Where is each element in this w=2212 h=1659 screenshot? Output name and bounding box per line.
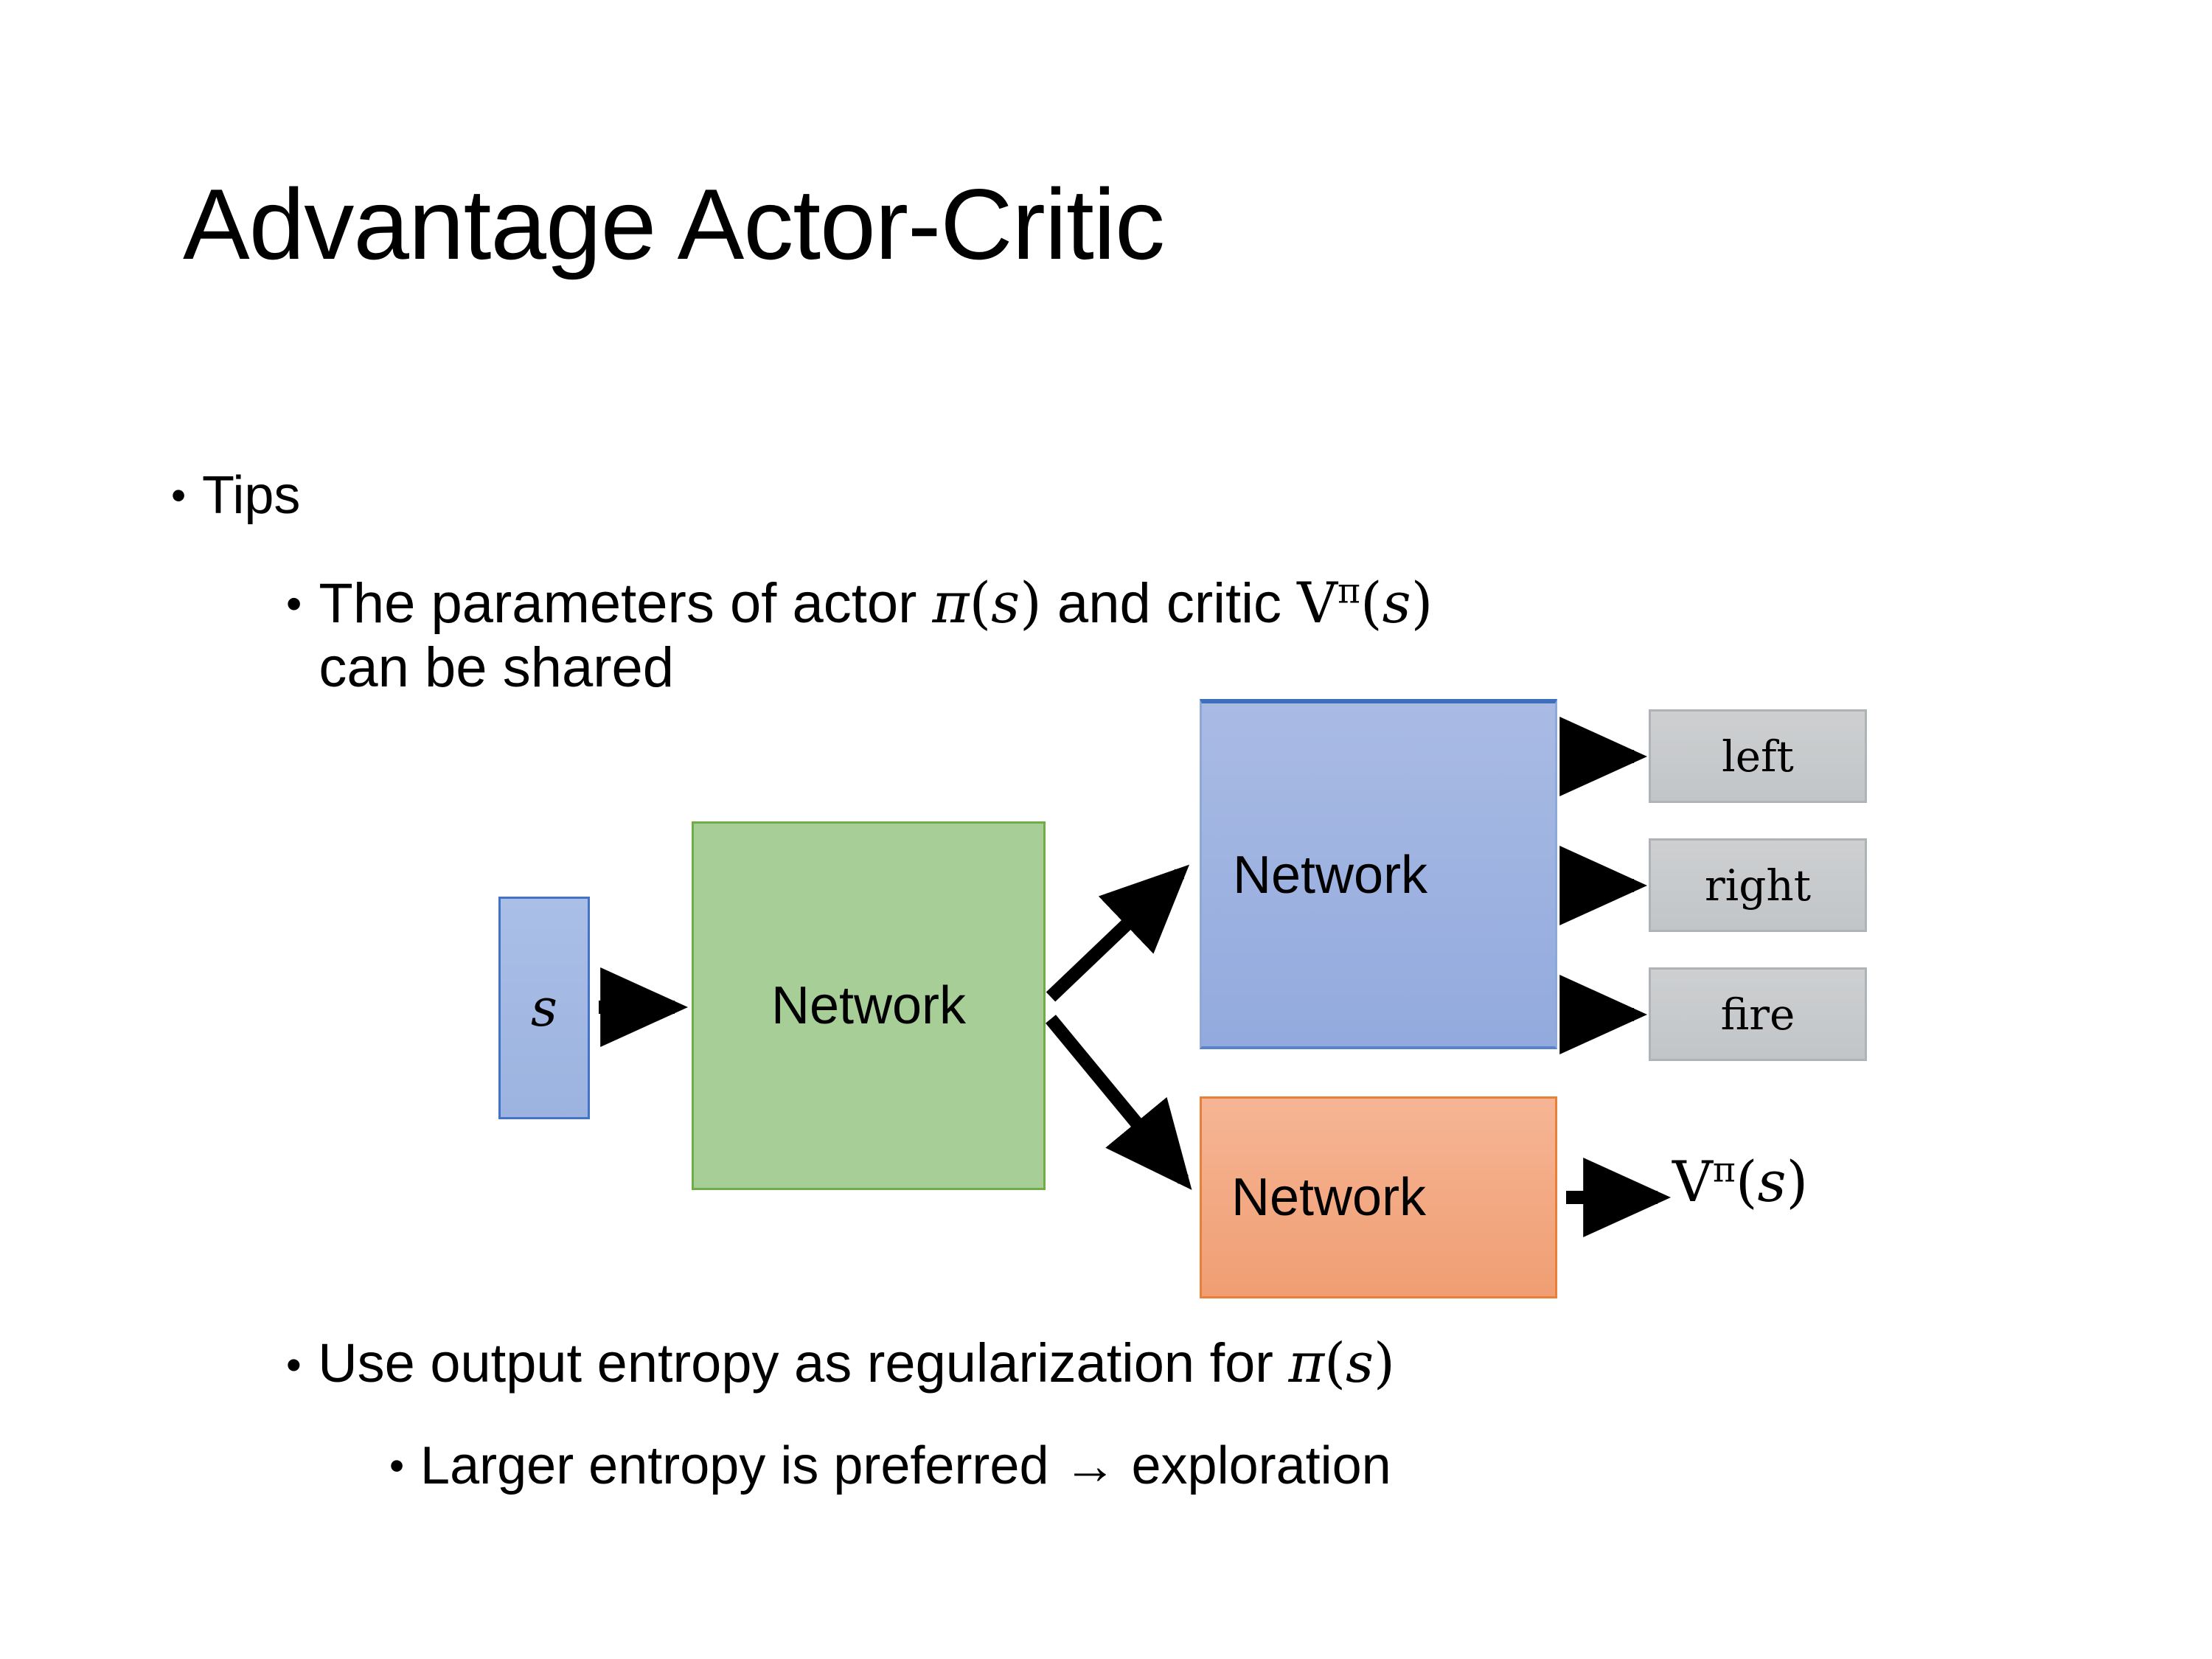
bullet-dot-icon: • xyxy=(389,1442,405,1490)
value-function-superscript: π xyxy=(1338,571,1361,612)
shared-network-box[interactable]: Network xyxy=(692,821,1046,1190)
bullet-dot-icon: • xyxy=(171,472,187,520)
bullet-shared-parameters-label: The parameters of actor π(s) and critic … xyxy=(319,571,1433,700)
bullet-dot-icon: • xyxy=(286,578,302,629)
open-paren: ( xyxy=(969,570,992,636)
bullet-entropy-label: Use output entropy as regularization for… xyxy=(318,1332,1395,1395)
actor-network-label: Network xyxy=(1233,845,1428,905)
action-box-left[interactable]: left xyxy=(1649,709,1867,803)
critic-output-value: Vπ(s) xyxy=(1672,1153,1808,1211)
bullet-exploration-label: Larger entropy is preferred → exploratio… xyxy=(420,1436,1391,1495)
close-paren: ) xyxy=(1411,570,1433,636)
actor-network-box[interactable]: Network xyxy=(1200,699,1557,1049)
state-input-label: s xyxy=(531,978,557,1038)
arrow-shared-to-critic xyxy=(1046,1015,1192,1190)
bullet-tips-label: Tips xyxy=(202,466,301,525)
open-paren: ( xyxy=(1360,570,1382,636)
entropy-text: Use output entropy as regularization for xyxy=(318,1332,1289,1394)
shared-network-label: Network xyxy=(771,976,967,1035)
bullet-dot-icon: • xyxy=(286,1340,302,1390)
state-input-box[interactable]: s xyxy=(498,897,590,1119)
value-function-superscript: π xyxy=(1712,1150,1736,1191)
bullet-tips: • Tips xyxy=(171,466,300,526)
action-box-fire[interactable]: fire xyxy=(1649,967,1867,1061)
shared-params-middle: and critic xyxy=(1041,572,1298,635)
state-symbol: s xyxy=(1757,1149,1787,1214)
close-paren: ) xyxy=(1020,570,1042,636)
pi-symbol: π xyxy=(1288,1332,1325,1395)
shared-params-tail: can be shared xyxy=(319,636,675,699)
bullet-entropy-regularization: • Use output entropy as regularization f… xyxy=(286,1332,1395,1395)
action-label-left: left xyxy=(1722,731,1794,782)
open-paren: ( xyxy=(1324,1332,1346,1395)
value-function-symbol: V xyxy=(1297,570,1338,636)
arrow-shared-to-actor xyxy=(1046,864,1190,1002)
action-label-right: right xyxy=(1704,860,1812,911)
bullet-exploration: • Larger entropy is preferred → explorat… xyxy=(389,1436,1391,1496)
close-paren: ) xyxy=(1374,1332,1395,1395)
action-label-fire: fire xyxy=(1720,989,1795,1040)
critic-network-label: Network xyxy=(1231,1168,1427,1227)
close-paren: ) xyxy=(1786,1149,1809,1214)
bullet-shared-parameters: • The parameters of actor π(s) and criti… xyxy=(286,571,1952,700)
action-box-right[interactable]: right xyxy=(1649,838,1867,932)
state-symbol: s xyxy=(1382,570,1411,636)
value-function-symbol: V xyxy=(1672,1149,1713,1214)
page-title: Advantage Actor-Critic xyxy=(183,168,1165,280)
shared-params-prefix: The parameters of actor xyxy=(319,572,933,635)
pi-symbol: π xyxy=(932,570,970,636)
state-symbol: s xyxy=(991,570,1020,636)
open-paren: ( xyxy=(1735,1149,1758,1214)
critic-network-box[interactable]: Network xyxy=(1200,1096,1557,1298)
state-symbol: s xyxy=(1346,1332,1374,1395)
